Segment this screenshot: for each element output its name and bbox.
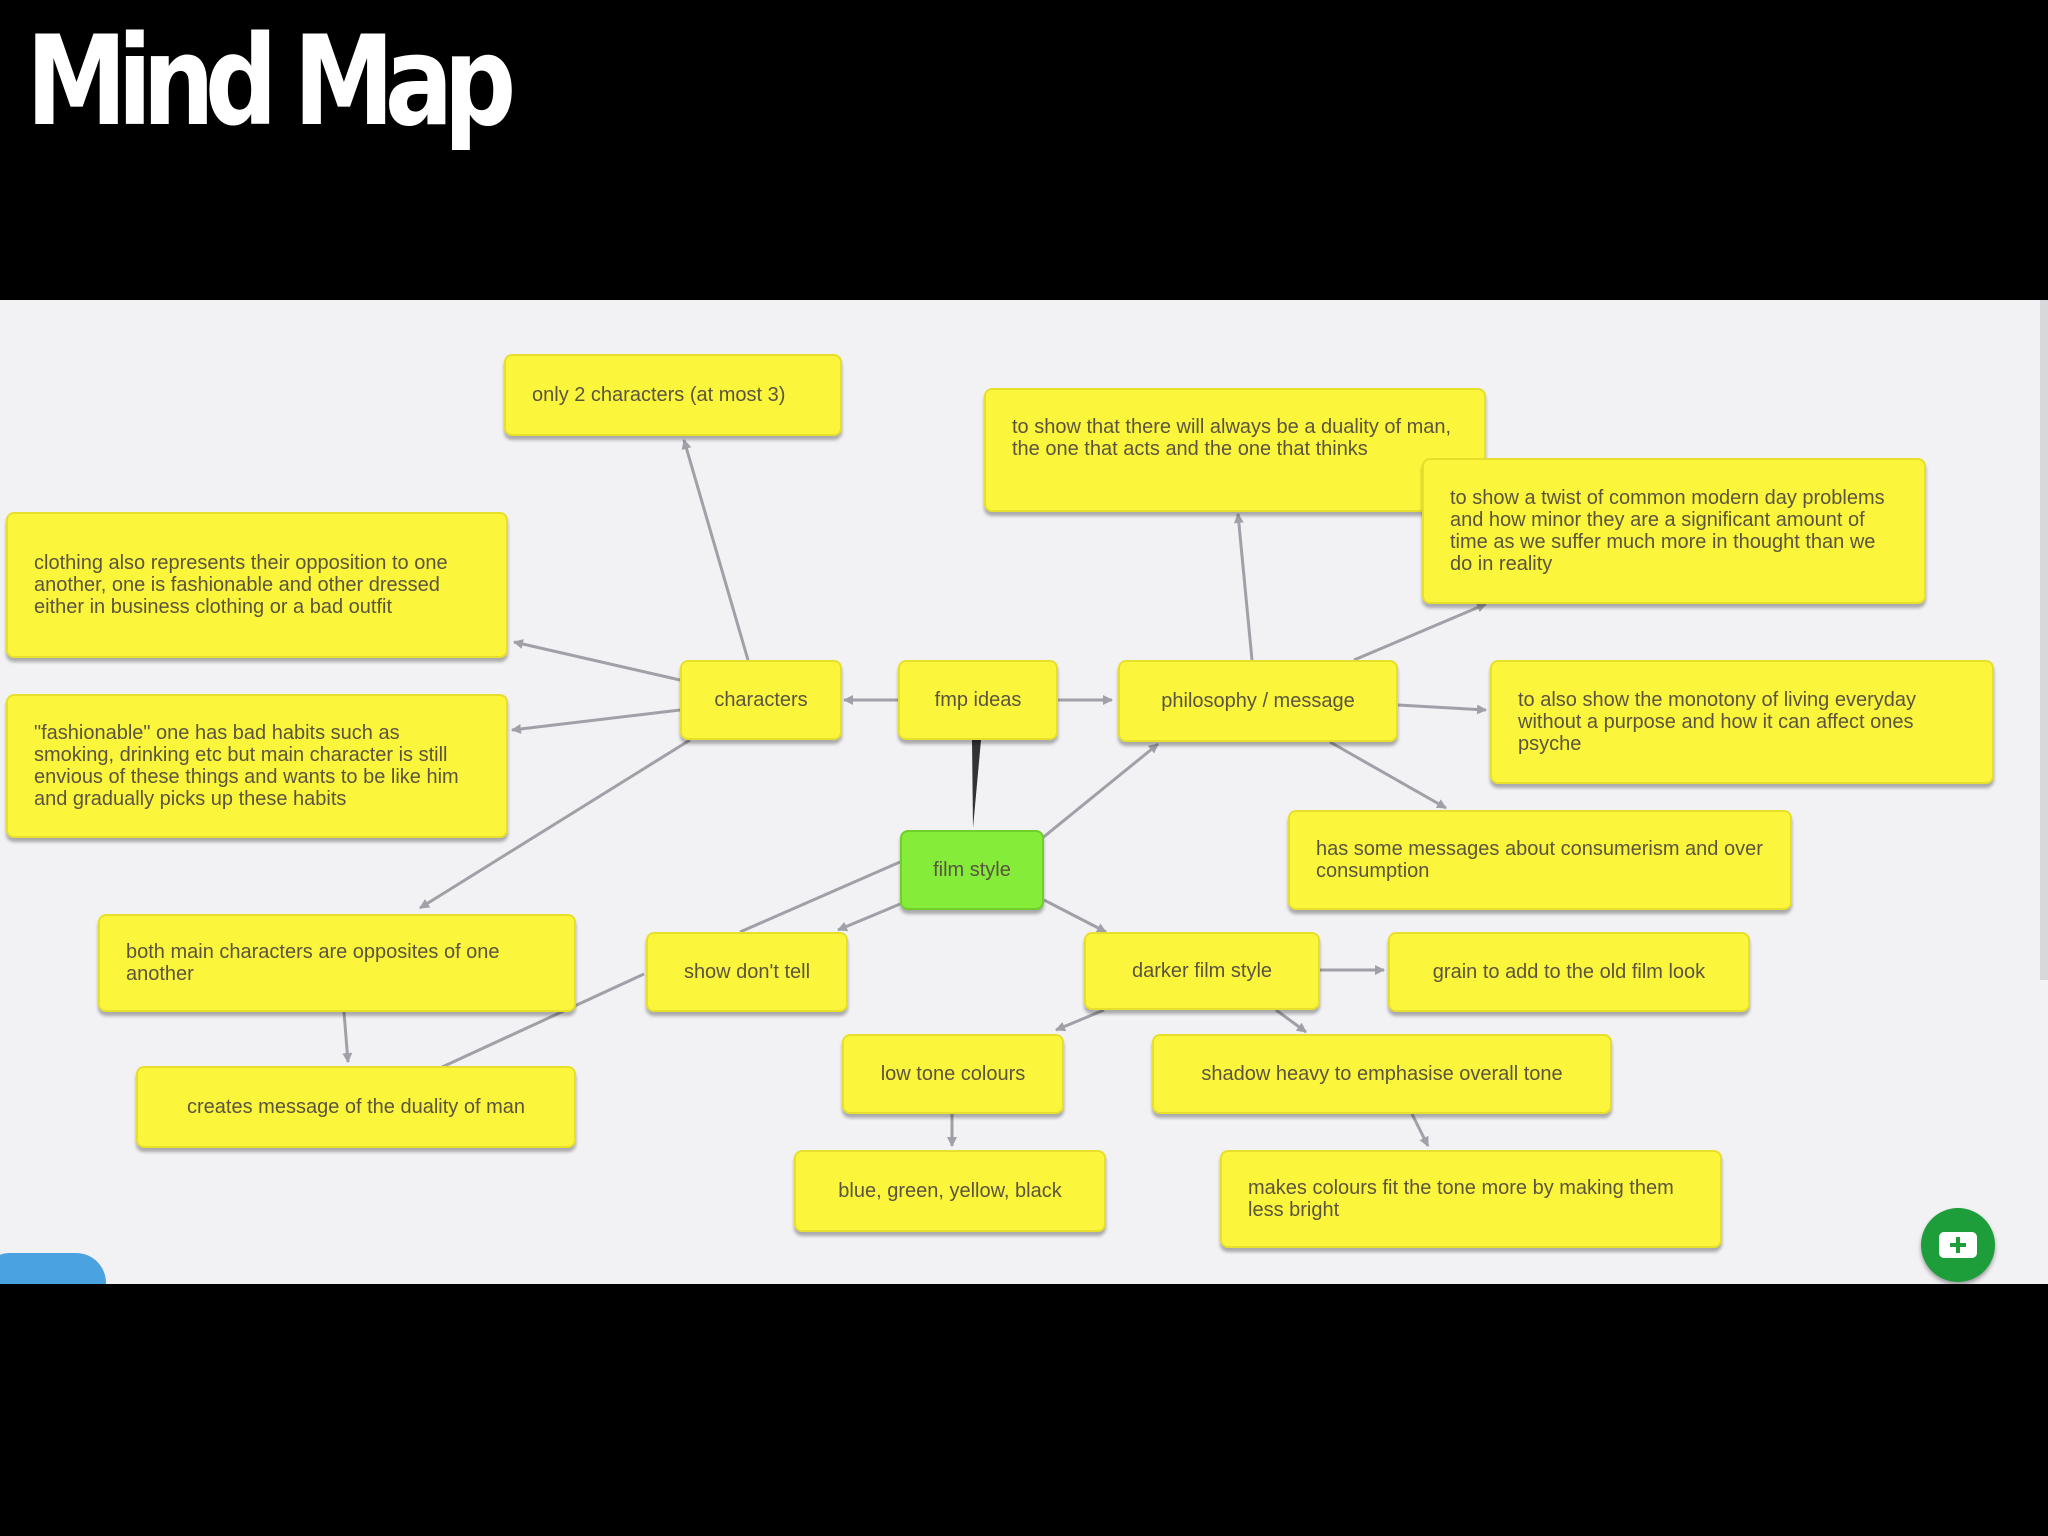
node-duality-of-man[interactable]: to show that there will always be a dual… bbox=[984, 388, 1486, 512]
edge-shadow-less-bright bbox=[1410, 1113, 1430, 1147]
edge-philosophy-monotony bbox=[1397, 703, 1487, 715]
edge-philosophy-duality bbox=[1233, 513, 1254, 661]
slide-title: Mind Map bbox=[26, 10, 516, 154]
add-node-button[interactable] bbox=[1921, 1208, 1995, 1282]
edge-characters-opposites bbox=[419, 738, 691, 910]
edge-darker-shadow bbox=[1275, 1008, 1307, 1034]
node-fashionable-habits[interactable]: "fashionable" one has bad habits such as… bbox=[6, 694, 508, 838]
edge-opposites-duality bbox=[342, 1011, 353, 1063]
node-consumerism[interactable]: has some messages about consumerism and … bbox=[1288, 810, 1792, 910]
node-philosophy-message[interactable]: philosophy / message bbox=[1118, 660, 1398, 742]
edge-show-duality bbox=[439, 972, 645, 1070]
edge-philosophy-twist bbox=[1353, 602, 1487, 662]
node-low-tone-colours[interactable]: low tone colours bbox=[842, 1034, 1064, 1114]
edge-darker-low-tone bbox=[1055, 1008, 1105, 1032]
node-clothing[interactable]: clothing also represents their oppositio… bbox=[6, 512, 508, 658]
vertical-scrollbar[interactable] bbox=[2040, 300, 2048, 980]
edge-philosophy-consumerism bbox=[1329, 740, 1447, 810]
edge-film-show-upper bbox=[739, 860, 901, 934]
node-monotony[interactable]: to also show the monotony of living ever… bbox=[1490, 660, 1994, 784]
node-less-bright[interactable]: makes colours fit the tone more by makin… bbox=[1220, 1150, 1722, 1248]
node-shadow-heavy[interactable]: shadow heavy to emphasise overall tone bbox=[1152, 1034, 1612, 1114]
edge-ideas-film-style bbox=[972, 740, 981, 828]
corner-panel-tab[interactable] bbox=[0, 1253, 106, 1284]
node-colour-list[interactable]: blue, green, yellow, black bbox=[794, 1150, 1106, 1232]
node-only-two-characters[interactable]: only 2 characters (at most 3) bbox=[504, 354, 842, 436]
node-film-style[interactable]: film style bbox=[900, 830, 1044, 910]
node-show-dont-tell[interactable]: show don't tell bbox=[646, 932, 848, 1012]
node-grain[interactable]: grain to add to the old film look bbox=[1388, 932, 1750, 1012]
connector-lines bbox=[342, 439, 1487, 1147]
node-darker-film-style[interactable]: darker film style bbox=[1084, 932, 1320, 1010]
node-fmp-ideas[interactable]: fmp ideas bbox=[898, 660, 1058, 740]
mind-map-canvas[interactable]: fmp ideas characters philosophy / messag… bbox=[0, 300, 2048, 1284]
edge-characters-clothing bbox=[513, 639, 681, 682]
node-characters[interactable]: characters bbox=[680, 660, 842, 740]
edge-film-show bbox=[837, 902, 901, 932]
node-duality-of-man-message[interactable]: creates message of the duality of man bbox=[136, 1066, 576, 1148]
node-opposites[interactable]: both main characters are opposites of on… bbox=[98, 914, 576, 1012]
add-node-icon bbox=[1939, 1232, 1977, 1258]
edge-film-darker bbox=[1043, 898, 1107, 934]
node-modern-twist[interactable]: to show a twist of common modern day pro… bbox=[1422, 458, 1926, 604]
edge-characters-only-two bbox=[681, 439, 750, 661]
edge-characters-fashionable bbox=[511, 708, 681, 734]
